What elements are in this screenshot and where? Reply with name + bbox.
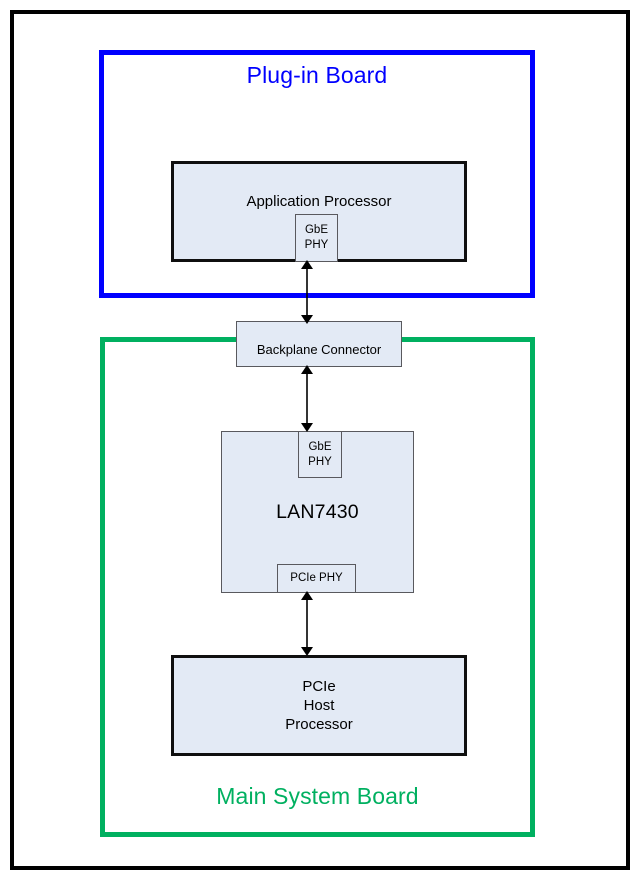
gbe-phy-lan-label-line2: PHY (308, 455, 332, 468)
application-processor-label: Application Processor (246, 193, 392, 210)
pcie-host-processor-block: PCIe Host Processor (171, 655, 467, 756)
application-processor-block: Application Processor (171, 161, 467, 262)
plugin-board-group (99, 50, 535, 298)
gbe-phy-ap-label-line1: GbE (304, 224, 328, 237)
pcie-host-processor-label-line2: Host (303, 696, 335, 714)
arrow-pcie-phy-to-pcie-host-processor (301, 591, 313, 656)
gbe-phy-lan7430-block: GbE PHY (298, 431, 342, 478)
pcie-host-processor-label-line1: PCIe (302, 677, 336, 695)
pcie-host-processor-label-line3: Processor (285, 716, 353, 734)
pcie-phy-lan7430-block: PCIe PHY (277, 564, 356, 593)
pcie-phy-label: PCIe PHY (290, 572, 343, 585)
backplane-connector-block: Backplane Connector (236, 321, 402, 367)
backplane-connector-label: Backplane Connector (256, 342, 382, 358)
gbe-phy-application-processor-block: GbE PHY (295, 214, 338, 262)
arrow-backplane-connector-to-lan7430 (301, 365, 313, 432)
main-system-board-title: Main System Board (216, 783, 419, 809)
arrow-gbe-phy-to-backplane-connector (301, 260, 313, 324)
lan7430-label: LAN7430 (276, 500, 359, 523)
plugin-board-title: Plug-in Board (246, 62, 388, 88)
gbe-phy-lan-label-line1: GbE (308, 440, 332, 453)
gbe-phy-ap-label-line2: PHY (304, 239, 329, 251)
